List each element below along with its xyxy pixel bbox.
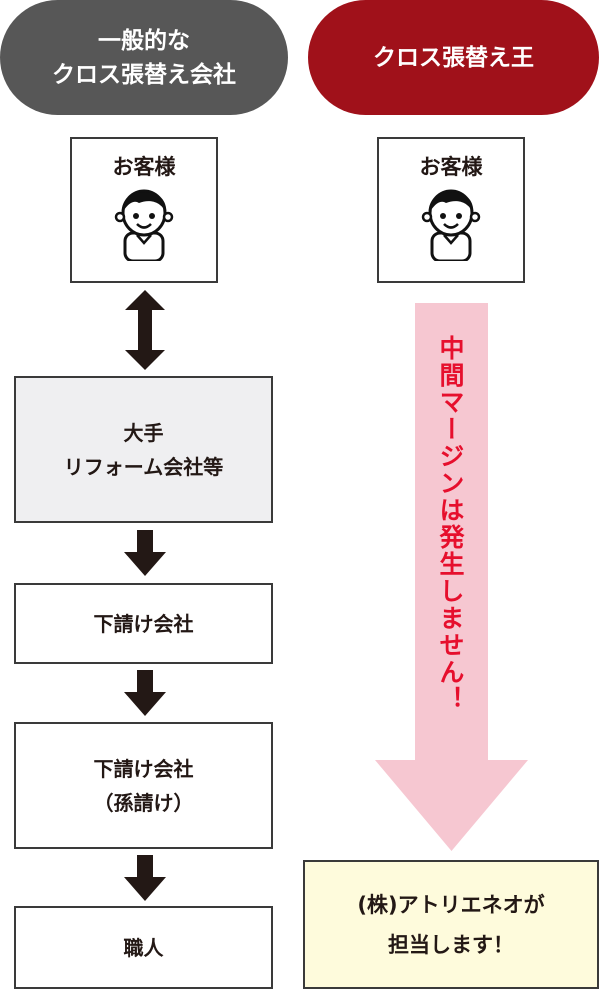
right-header-pill: クロス張替え王 bbox=[308, 0, 599, 115]
customer-label: お客様 bbox=[419, 155, 483, 179]
atelier-neo-box: (株)アトリエネオが 担当します！ bbox=[303, 860, 599, 989]
craftsman-box: 職人 bbox=[14, 906, 273, 989]
person-icon bbox=[114, 189, 174, 261]
down-arrow-icon bbox=[124, 670, 166, 716]
flow-line1: 下請け会社 bbox=[93, 611, 194, 636]
result-line2: 担当します！ bbox=[388, 932, 514, 957]
left-header-pill: 一般的な クロス張替え会社 bbox=[0, 0, 288, 115]
person-icon bbox=[421, 189, 481, 261]
down-arrow-icon bbox=[124, 855, 166, 901]
flow-line2: （孫請け） bbox=[93, 790, 194, 815]
sub-subcontractor-box: 下請け会社 （孫請け） bbox=[14, 722, 273, 849]
right-header-label: クロス張替え王 bbox=[373, 44, 534, 71]
down-arrow-icon bbox=[124, 530, 166, 576]
no-margin-text: 中間マージンは発生しません！ bbox=[436, 335, 465, 713]
customer-label: お客様 bbox=[112, 155, 176, 179]
left-header-line2: クロス張替え会社 bbox=[52, 61, 236, 88]
flow-line1: 大手 bbox=[123, 420, 164, 445]
left-customer-box: お客様 bbox=[70, 137, 218, 283]
left-header-line1: 一般的な bbox=[98, 27, 190, 54]
subcontractor-box: 下請け会社 bbox=[14, 583, 273, 664]
right-customer-box: お客様 bbox=[377, 137, 525, 283]
flow-line1: 下請け会社 bbox=[93, 756, 194, 781]
double-arrow-icon bbox=[125, 290, 165, 370]
flow-line1: 職人 bbox=[123, 935, 164, 960]
big-down-arrow-icon bbox=[375, 303, 528, 851]
result-line1: (株)アトリエネオが bbox=[357, 892, 545, 917]
major-reform-company-box: 大手 リフォーム会社等 bbox=[14, 376, 273, 523]
flow-line2: リフォーム会社等 bbox=[63, 454, 224, 479]
